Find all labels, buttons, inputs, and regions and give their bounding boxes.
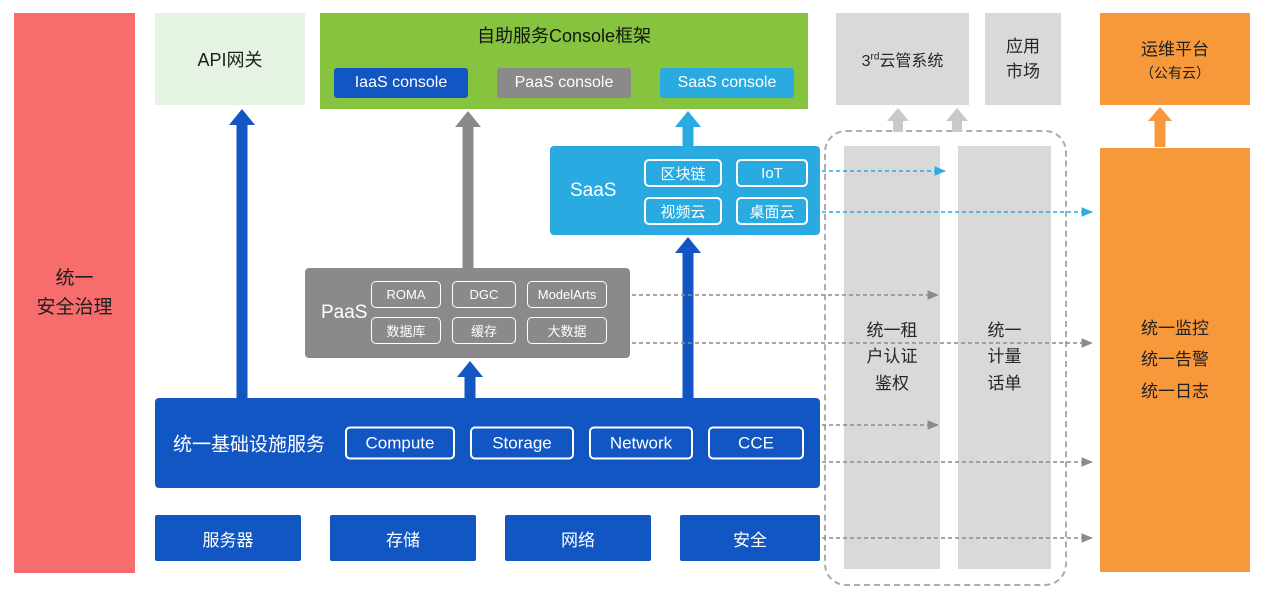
- saas-console-chip: SaaS console: [660, 68, 794, 98]
- arrow-metering-to-third-party: [946, 108, 968, 132]
- saas-service-iot: IoT: [736, 159, 808, 187]
- hardware-network-box: 网络: [505, 515, 651, 561]
- hardware-server-label: 服务器: [202, 530, 254, 550]
- app-market-label: 应用 市场: [1006, 36, 1040, 82]
- paas-service-cache: 缓存: [452, 317, 516, 344]
- infrastructure-services-row: Compute Storage Network CCE: [345, 426, 804, 460]
- hardware-storage-label: 存储: [386, 530, 420, 550]
- hardware-network-label: 网络: [561, 530, 595, 550]
- monitoring-bar: 统一监控 统一告警 统一日志: [1100, 148, 1250, 572]
- api-gateway-box: API网关: [155, 13, 305, 105]
- tenant-services-group: [824, 130, 1067, 586]
- ops-platform-box: 运维平台 （公有云）: [1100, 13, 1250, 105]
- arrow-monitoring-to-ops-platform: [1148, 107, 1172, 147]
- security-governance-bar: 统一 安全治理: [14, 13, 135, 573]
- paas-service-roma: ROMA: [371, 281, 441, 308]
- paas-service-bigdata: 大数据: [527, 317, 607, 344]
- paas-service-dgc: DGC: [452, 281, 516, 308]
- saas-label: SaaS: [570, 179, 617, 201]
- paas-service-database: 数据库: [371, 317, 441, 344]
- third-party-cloud-box: 3rd云管系统: [836, 13, 969, 105]
- arrow-paas-to-console: [455, 111, 481, 270]
- iaas-console-chip: IaaS console: [334, 68, 468, 98]
- paas-label: PaaS: [321, 302, 368, 323]
- paas-box: PaaS ROMA DGC ModelArts 数据库 缓存 大数据: [305, 268, 630, 358]
- tenant-auth-label: 统一租 户认证 鉴权: [866, 320, 918, 393]
- console-framework-title: 自助服务Console框架: [476, 26, 652, 46]
- hardware-security-box: 安全: [680, 515, 820, 561]
- saas-service-blockchain: 区块链: [644, 159, 722, 187]
- third-party-label-rest: 云管系统: [879, 53, 944, 70]
- monitoring-label: 统一监控 统一告警 统一日志: [1141, 318, 1209, 401]
- ops-platform-title: 运维平台: [1141, 40, 1209, 59]
- arrow-auth-to-third-party: [887, 108, 909, 132]
- infrastructure-box: 统一基础设施服务 Compute Storage Network CCE: [155, 398, 820, 488]
- infra-service-compute: Compute: [345, 426, 455, 460]
- arrow-infra-to-saas: [675, 237, 701, 400]
- paas-console-chip: PaaS console: [497, 68, 631, 98]
- tenant-auth-bar: 统一租 户认证 鉴权: [844, 146, 940, 569]
- metering-bar: 统一 计量 话单: [958, 146, 1051, 569]
- metering-label: 统一 计量 话单: [987, 320, 1022, 393]
- saas-service-video-cloud: 视频云: [644, 197, 722, 225]
- hardware-storage-box: 存储: [330, 515, 476, 561]
- console-framework-box: 自助服务Console框架 IaaS console PaaS console …: [320, 13, 808, 109]
- paas-service-modelarts: ModelArts: [527, 281, 607, 308]
- hardware-security-label: 安全: [733, 530, 767, 550]
- third-party-label-base: 3: [861, 53, 871, 70]
- hardware-server-box: 服务器: [155, 515, 301, 561]
- infra-service-storage: Storage: [470, 426, 574, 460]
- paas-services-grid: ROMA DGC ModelArts 数据库 缓存 大数据: [371, 281, 607, 344]
- saas-services-grid: 区块链 IoT 视频云 桌面云: [644, 159, 808, 225]
- app-market-box: 应用 市场: [985, 13, 1061, 105]
- arrow-infra-to-paas: [457, 361, 483, 400]
- infra-service-cce: CCE: [708, 426, 804, 460]
- third-party-cloud-label: 3rd云管系统: [862, 47, 944, 71]
- ops-platform-subtitle: （公有云）: [1140, 65, 1210, 81]
- infra-service-network: Network: [589, 426, 693, 460]
- security-governance-label: 统一 安全治理: [36, 267, 113, 318]
- arrow-saas-to-console: [675, 111, 701, 148]
- saas-box: SaaS 区块链 IoT 视频云 桌面云: [550, 146, 820, 235]
- arrow-infra-to-api-gateway: [229, 109, 255, 400]
- infrastructure-label: 统一基础设施服务: [173, 434, 326, 456]
- api-gateway-label: API网关: [197, 50, 263, 70]
- console-chip-row: IaaS console PaaS console SaaS console: [334, 68, 794, 98]
- third-party-label-sup: rd: [870, 51, 880, 63]
- saas-service-desktop-cloud: 桌面云: [736, 197, 808, 225]
